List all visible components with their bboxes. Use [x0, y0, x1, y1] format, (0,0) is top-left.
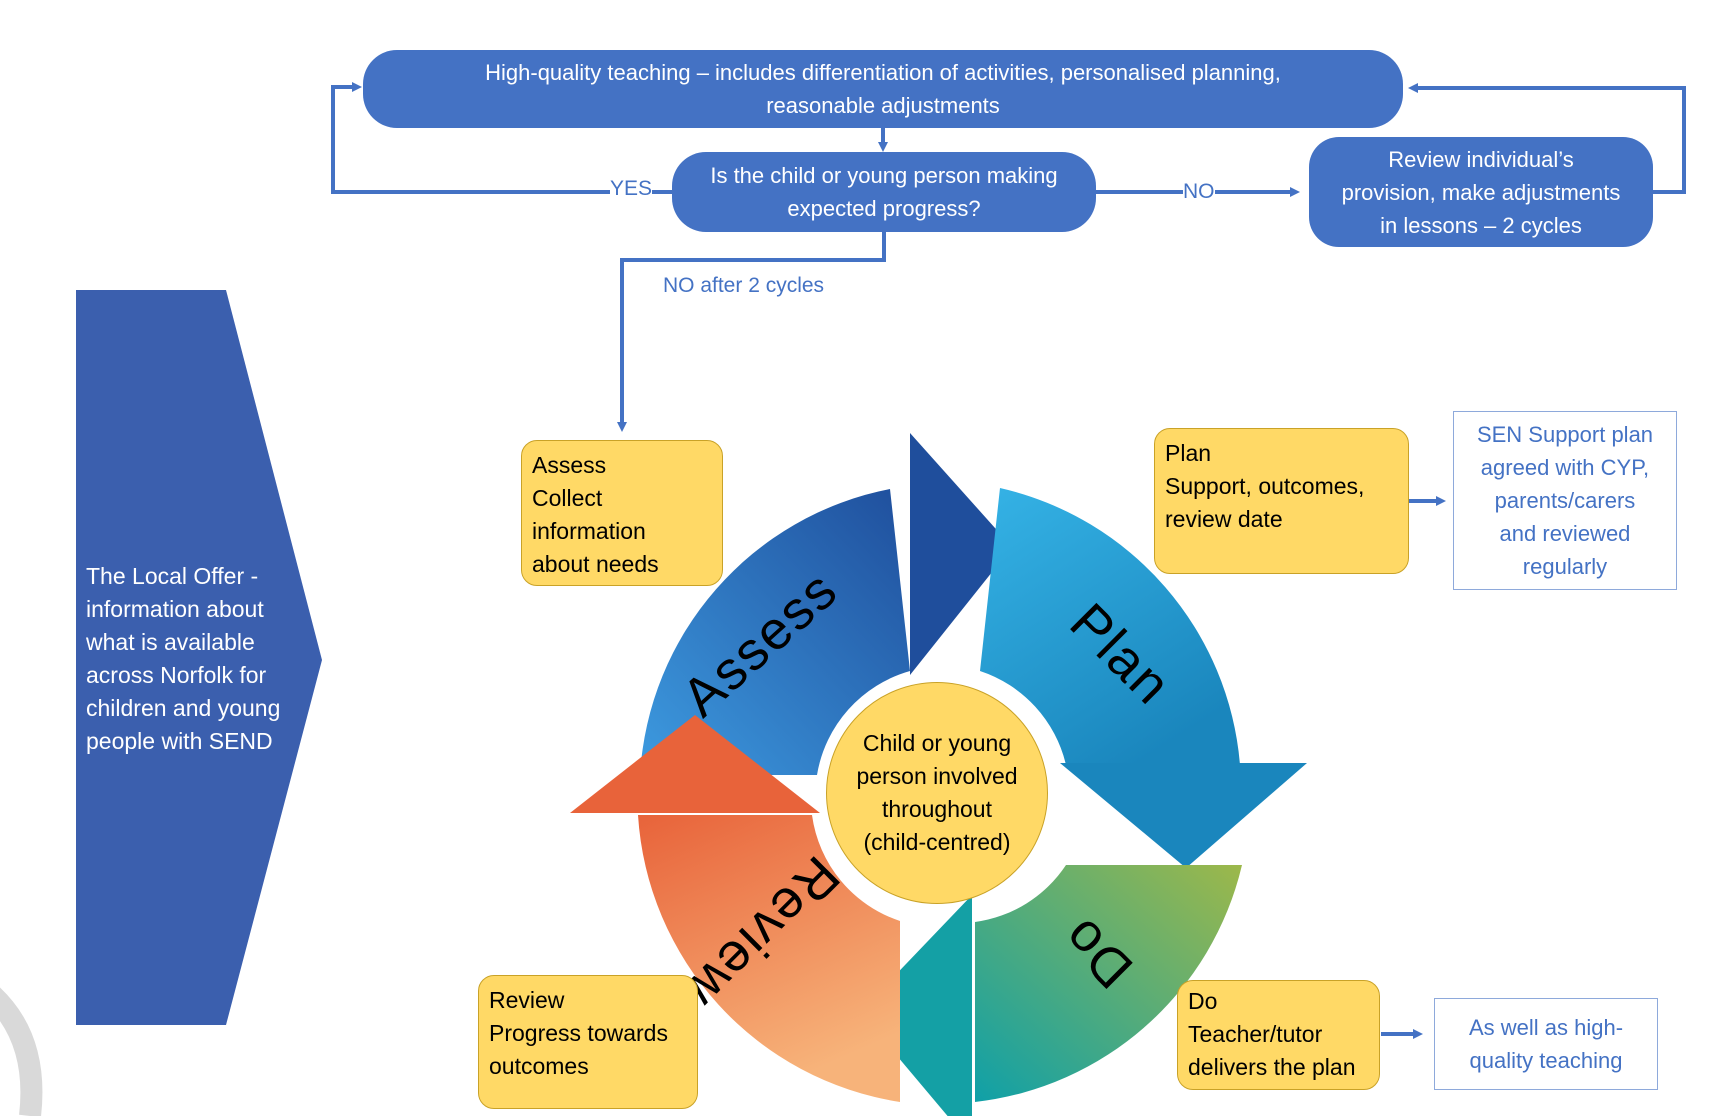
- review-box-line: outcomes: [489, 1053, 589, 1079]
- assess-box: Assess Collect information about needs: [521, 440, 723, 586]
- progress-question-box: Is the child or young person making expe…: [672, 152, 1096, 232]
- assess-box-line: Collect: [532, 485, 603, 511]
- review-arrowhead: [570, 715, 820, 813]
- no-after-label: NO after 2 cycles: [663, 274, 825, 298]
- do-box-line: delivers the plan: [1188, 1054, 1356, 1080]
- do-box-line: Teacher/tutor: [1188, 1021, 1323, 1047]
- cycle-diagram: Assess Plan Do Review: [570, 433, 1307, 1116]
- review-loop-line: [1408, 83, 1686, 194]
- review-provision-box: Review individual’s provision, make adju…: [1309, 137, 1653, 247]
- high-quality-note: As well as high- quality teaching: [1434, 998, 1658, 1090]
- yes-loop-line: [331, 82, 674, 194]
- sen-support-note: SEN Support plan agreed with CYP, parent…: [1453, 411, 1677, 590]
- flow-connectors: [331, 82, 1686, 1039]
- child-centred-circle: Child or young person involved throughou…: [826, 682, 1048, 904]
- cycle-segment-assess: [640, 489, 910, 775]
- local-offer-chevron: [76, 290, 322, 1025]
- assess-arrowhead: [910, 433, 1012, 675]
- cycle-segment-do: [975, 865, 1242, 1102]
- plan-box-line: review date: [1165, 506, 1283, 532]
- review-box-line: Review: [489, 987, 565, 1013]
- plan-box-line: Support, outcomes,: [1165, 473, 1365, 499]
- plan-arrowhead: [1060, 763, 1307, 868]
- watermark-arc: [0, 987, 43, 1116]
- cycle-segment-review: [638, 815, 900, 1102]
- do-box: Do Teacher/tutor delivers the plan: [1177, 980, 1380, 1090]
- assess-box-line: Assess: [532, 452, 607, 478]
- assess-box-line: about needs: [532, 551, 659, 577]
- review-box-line: Progress towards: [489, 1020, 668, 1046]
- cycle-segment-plan: [980, 488, 1240, 765]
- teaching-box: High-quality teaching – includes differe…: [363, 50, 1403, 128]
- plan-box: Plan Support, outcomes, review date: [1154, 428, 1409, 574]
- yes-label: YES: [610, 177, 653, 201]
- do-box-line: Do: [1188, 988, 1218, 1014]
- no-after-line: [617, 230, 886, 432]
- plan-box-line: Plan: [1165, 440, 1212, 466]
- review-box: Review Progress towards outcomes: [478, 975, 698, 1109]
- do-arrowhead: [860, 895, 972, 1116]
- assess-box-line: information: [532, 518, 646, 544]
- local-offer-text: The Local Offer - information about what…: [86, 563, 281, 754]
- no-label: NO: [1183, 180, 1215, 204]
